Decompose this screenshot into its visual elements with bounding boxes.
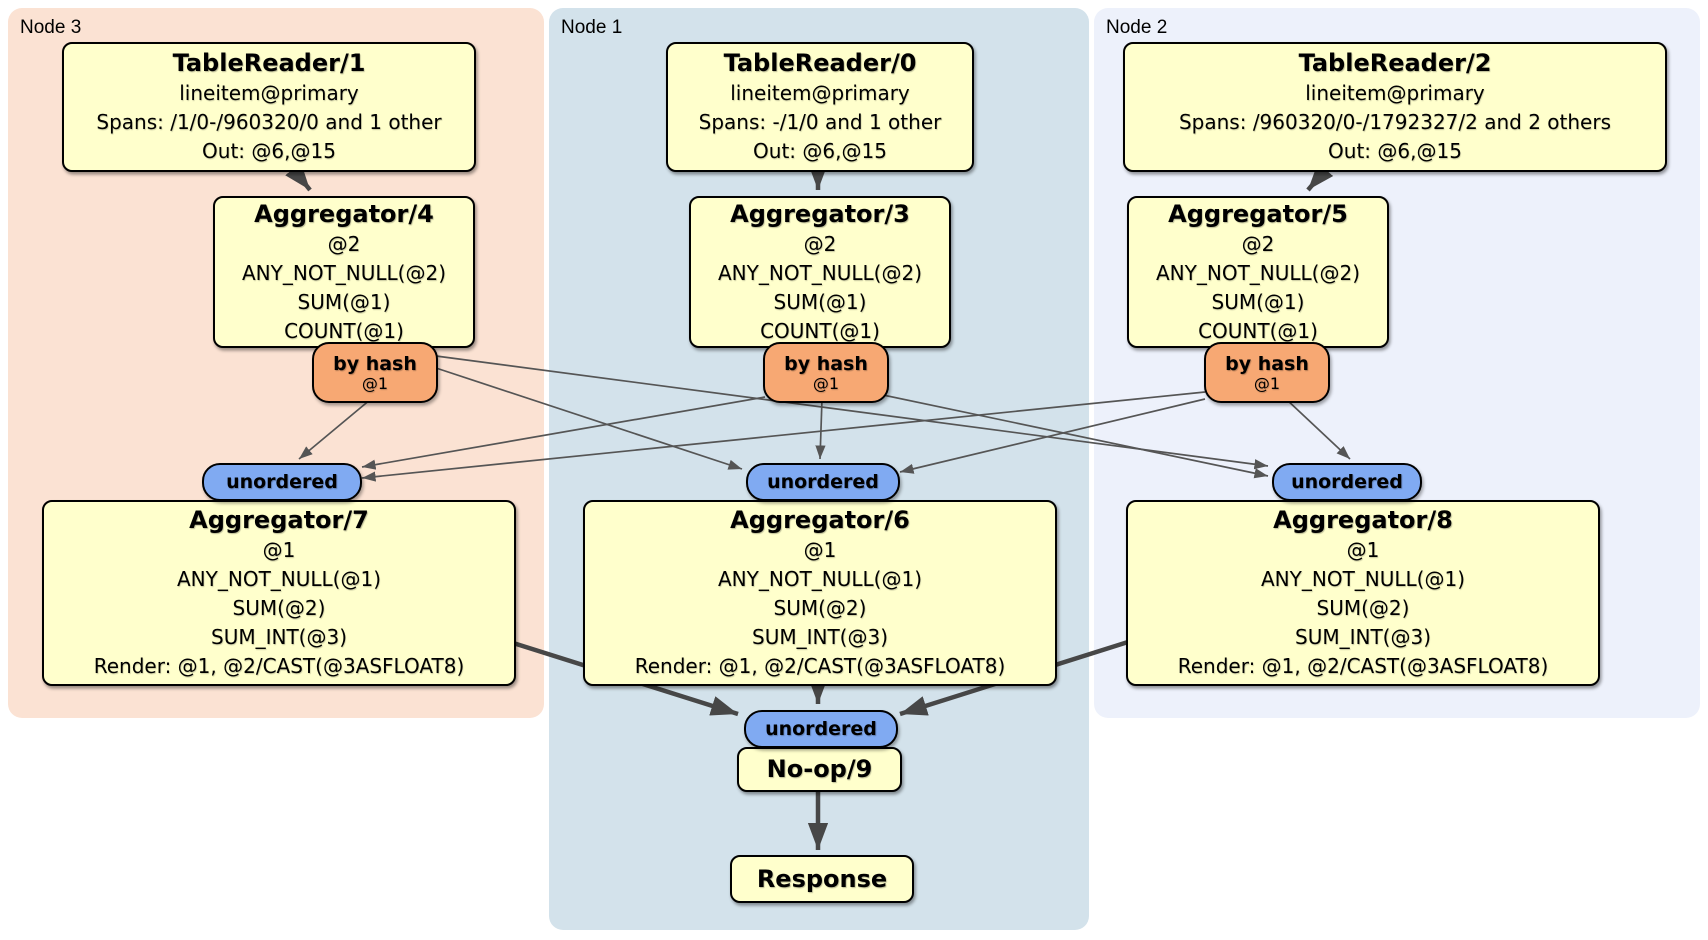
router-detail: @1: [812, 373, 840, 393]
processor-line: SUM_INT(@3): [211, 625, 347, 649]
sync-label: unordered: [1291, 471, 1403, 493]
hash-router-node1: by hash @1: [763, 342, 889, 403]
processor-out-line: Out: @6,@15: [1328, 139, 1462, 163]
processor-tablereader-0: TableReader/0 lineitem@primary Spans: -/…: [666, 42, 974, 172]
router-label: by hash: [1225, 352, 1309, 375]
processor-out-line: Out: @6,@15: [753, 139, 887, 163]
sync-unordered-final: unordered: [744, 710, 898, 748]
processor-title: Aggregator/7: [189, 506, 369, 534]
sync-label: unordered: [226, 471, 338, 493]
processor-title: TableReader/1: [172, 49, 366, 77]
sync-label: unordered: [767, 471, 879, 493]
processor-title: Response: [756, 864, 888, 893]
router-label: by hash: [333, 352, 417, 375]
processor-aggregator-7: Aggregator/7 @1 ANY_NOT_NULL(@1) SUM(@2)…: [42, 500, 516, 686]
processor-line: SUM_INT(@3): [752, 625, 888, 649]
processor-line: COUNT(@1): [760, 318, 880, 343]
processor-line: @2: [803, 231, 837, 256]
region-node1-label: Node 1: [561, 17, 623, 38]
region-node3-label: Node 3: [20, 17, 82, 38]
processor-title: TableReader/0: [723, 49, 917, 77]
processor-line: SUM(@1): [297, 289, 391, 314]
processor-index-line: lineitem@primary: [730, 81, 910, 105]
processor-line: @1: [803, 538, 837, 562]
processor-line: ANY_NOT_NULL(@2): [1156, 260, 1360, 285]
hash-router-node2: by hash @1: [1204, 342, 1330, 403]
processor-spans-line: Spans: /1/0-/960320/0 and 1 other: [96, 110, 442, 134]
sync-label: unordered: [765, 718, 877, 740]
processor-line: @2: [1241, 231, 1275, 256]
processor-index-line: lineitem@primary: [179, 81, 359, 105]
hash-router-node3: by hash @1: [312, 342, 438, 403]
processor-title: Aggregator/4: [254, 199, 434, 228]
processor-line: COUNT(@1): [284, 318, 404, 343]
processor-aggregator-6: Aggregator/6 @1 ANY_NOT_NULL(@1) SUM(@2)…: [583, 500, 1057, 686]
processor-response: Response: [730, 855, 914, 903]
processor-line: ANY_NOT_NULL(@2): [242, 260, 446, 285]
processor-title: Aggregator/8: [1273, 506, 1453, 534]
processor-spans-line: Spans: /960320/0-/1792327/2 and 2 others: [1178, 110, 1611, 134]
processor-title: No-op/9: [766, 755, 873, 783]
processor-aggregator-8: Aggregator/8 @1 ANY_NOT_NULL(@1) SUM(@2)…: [1126, 500, 1600, 686]
processor-line: Render: @1, @2/CAST(@3ASFLOAT8): [1177, 654, 1549, 678]
processor-aggregator-5: Aggregator/5 @2 ANY_NOT_NULL(@2) SUM(@1)…: [1127, 196, 1389, 348]
sync-unordered-node2: unordered: [1272, 463, 1422, 501]
processor-line: SUM(@1): [1211, 289, 1305, 314]
processor-line: SUM(@2): [773, 596, 867, 620]
processor-aggregator-4: Aggregator/4 @2 ANY_NOT_NULL(@2) SUM(@1)…: [213, 196, 475, 348]
processor-line: SUM(@2): [232, 596, 326, 620]
processor-aggregator-3: Aggregator/3 @2 ANY_NOT_NULL(@2) SUM(@1)…: [689, 196, 951, 348]
processor-noop-9: No-op/9: [737, 747, 902, 792]
processor-line: ANY_NOT_NULL(@1): [718, 567, 922, 591]
processor-line: @2: [327, 231, 361, 256]
processor-line: @1: [262, 538, 296, 562]
processor-line: SUM(@1): [773, 289, 867, 314]
processor-index-line: lineitem@primary: [1305, 81, 1485, 105]
processor-line: COUNT(@1): [1198, 318, 1318, 343]
sync-unordered-node3: unordered: [202, 463, 362, 501]
processor-tablereader-2: TableReader/2 lineitem@primary Spans: /9…: [1123, 42, 1667, 172]
processor-line: SUM(@2): [1316, 596, 1410, 620]
region-node2-label: Node 2: [1106, 17, 1168, 38]
processor-line: ANY_NOT_NULL(@2): [718, 260, 922, 285]
processor-title: TableReader/2: [1298, 49, 1492, 77]
processor-line: @1: [1346, 538, 1380, 562]
processor-spans-line: Spans: -/1/0 and 1 other: [698, 110, 942, 134]
processor-title: Aggregator/5: [1168, 199, 1348, 228]
processor-out-line: Out: @6,@15: [202, 139, 336, 163]
processor-tablereader-1: TableReader/1 lineitem@primary Spans: /1…: [62, 42, 476, 172]
router-label: by hash: [784, 352, 868, 375]
router-detail: @1: [1253, 373, 1281, 393]
processor-line: Render: @1, @2/CAST(@3ASFLOAT8): [634, 654, 1006, 678]
processor-line: ANY_NOT_NULL(@1): [177, 567, 381, 591]
processor-line: SUM_INT(@3): [1295, 625, 1431, 649]
processor-line: ANY_NOT_NULL(@1): [1261, 567, 1465, 591]
sync-unordered-node1: unordered: [746, 463, 900, 501]
processor-line: Render: @1, @2/CAST(@3ASFLOAT8): [93, 654, 465, 678]
router-detail: @1: [361, 373, 389, 393]
processor-title: Aggregator/3: [730, 199, 910, 228]
processor-title: Aggregator/6: [730, 506, 910, 534]
